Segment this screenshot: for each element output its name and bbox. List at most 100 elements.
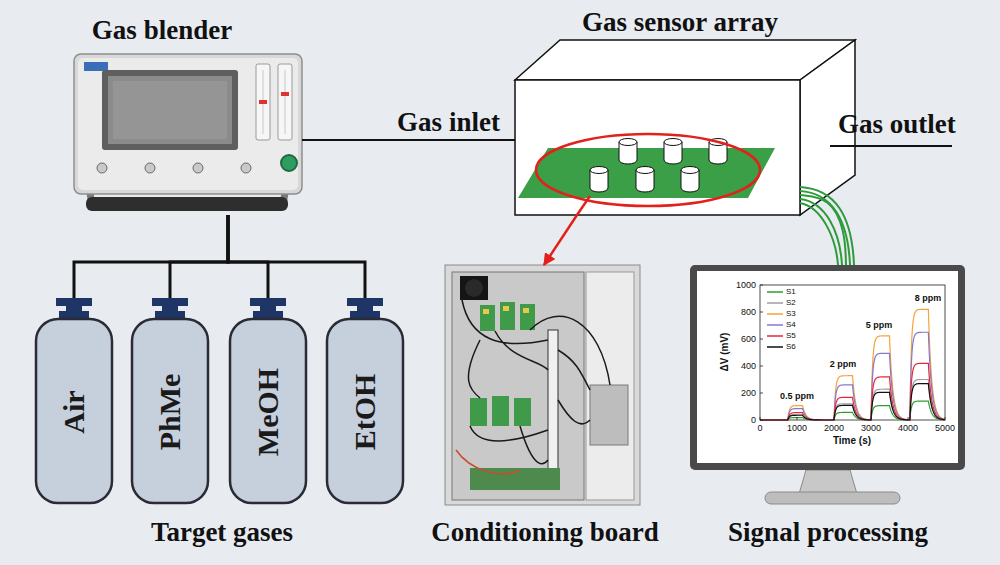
valve-neck (162, 305, 178, 312)
gas-pipe (74, 215, 228, 298)
signal-wire-bundle-part (800, 203, 838, 265)
gas-blender-device-part (86, 197, 288, 211)
gas-blender-device (74, 54, 302, 211)
legend-line-sample (767, 335, 783, 337)
axis-tick-label: 0 (751, 416, 756, 425)
legend-line-sample (767, 291, 783, 293)
gas-blender-device-part (259, 100, 267, 104)
conditioning-board-photo-part (492, 396, 509, 426)
legend-line-sample (767, 346, 783, 348)
axis-tick (760, 420, 763, 421)
group-caption: Target gases (151, 519, 293, 546)
conditioning-board-photo-part (500, 302, 515, 330)
node-caption: Gas sensor array (582, 9, 778, 36)
conditioning-board-photo-part (460, 276, 488, 300)
conditioning-board-photo-part (456, 450, 520, 474)
axis-tick (871, 417, 872, 420)
legend-text: S2 (786, 299, 796, 307)
conditioning-board-node: Conditioning board (445, 265, 640, 505)
legend-text: S6 (786, 343, 796, 351)
gas-blender-device-part (145, 163, 155, 173)
valve-cap (250, 298, 286, 306)
conditioning-board-photo-part (470, 398, 487, 426)
conditioning-board-photo-part (465, 279, 483, 297)
conditioning-board-photo-part (462, 300, 610, 464)
gas-cylinder: Air (34, 298, 114, 505)
sensor-chamber-box (515, 40, 855, 215)
response-curve (760, 332, 945, 420)
conditioning-board-photo-part (445, 265, 640, 505)
gas-blender-device-part (78, 58, 298, 190)
gas-sensor-element-part (664, 139, 682, 146)
conditioning-board-photo-part (520, 304, 535, 330)
signal-wire (800, 195, 846, 265)
response-curve (760, 309, 945, 420)
concentration-label: 2 ppm (830, 360, 857, 369)
axis-tick-label: 2000 (824, 424, 844, 433)
gas-cylinder: PhMe (130, 298, 210, 505)
concentration-label: 0.5 ppm (780, 392, 814, 401)
sensor-chamber-box-part (515, 80, 800, 215)
gas-blender-node: Gas blender (72, 55, 302, 215)
gas-outlet-pipe-part (830, 145, 952, 147)
concentration-label: 5 ppm (866, 321, 893, 330)
legend-line-sample (767, 313, 783, 315)
gas-sensor-element (590, 139, 727, 193)
legend-line-sample (767, 324, 783, 326)
conditioning-board-photo (445, 265, 640, 505)
axis-tick-label: 1000 (787, 424, 807, 433)
legend-text: S5 (786, 332, 796, 340)
axis-tick (797, 417, 798, 420)
gas-sensor-element-part (590, 167, 608, 174)
gas-pipe (170, 215, 228, 298)
valve-cap (347, 298, 383, 306)
axis-tick-label: 3000 (861, 424, 881, 433)
axis-tick-label: 800 (741, 308, 756, 317)
axis-tick (760, 339, 763, 340)
valve-cap (56, 298, 92, 306)
computer-monitor-part (799, 470, 857, 494)
gas-sensor-element-part (619, 139, 637, 146)
node-caption: Signal processing (728, 519, 928, 546)
gas-blender-device-part (278, 64, 292, 140)
computer-monitor-part (697, 271, 958, 463)
gas-blender-device-part (241, 163, 251, 173)
valve-cap (152, 298, 188, 306)
response-chart (760, 285, 945, 420)
gas-blender-device-part (256, 64, 270, 140)
gas-cylinder: MeOH (228, 298, 308, 505)
cylinder-body (230, 319, 306, 503)
axis-tick (908, 417, 909, 420)
computer-monitor-part (765, 492, 900, 504)
highlight-ellipse-part (536, 134, 760, 206)
gas-blender-device-part (285, 70, 286, 134)
highlight-ellipse-part (577, 196, 590, 215)
conditioning-board-photo-part (514, 398, 531, 426)
axis-tick (760, 366, 763, 367)
axis-tick (760, 312, 763, 313)
legend-text: S4 (786, 321, 796, 329)
axis-tick-label: 4000 (898, 424, 918, 433)
axis-tick-label: 0 (757, 424, 762, 433)
cylinder-body (36, 319, 112, 503)
gas-cylinder: EtOH (325, 298, 405, 505)
computer-monitor-part (690, 265, 965, 470)
gas-pipe (228, 215, 268, 298)
gas-sensor-element-part (681, 167, 699, 174)
valve-neck (357, 305, 373, 312)
gas-blender-device-part (281, 92, 289, 96)
gas-blender-device-part (102, 70, 238, 150)
gas-outlet-pipe (830, 146, 952, 147)
axis-tick (760, 393, 763, 394)
signal-wire-bundle-part (800, 191, 850, 265)
signal-wire-bundle-part (800, 187, 854, 265)
signal-wire-bundle-part (800, 199, 842, 265)
gas-inlet-line (302, 139, 515, 141)
sensor-array-node: Gas sensor array (515, 80, 800, 215)
conditioning-board-photo-part (586, 272, 634, 500)
cylinder-label: EtOH (350, 374, 380, 451)
conditioning-board-photo-part (548, 330, 558, 470)
node-caption: Gas blender (92, 17, 232, 44)
